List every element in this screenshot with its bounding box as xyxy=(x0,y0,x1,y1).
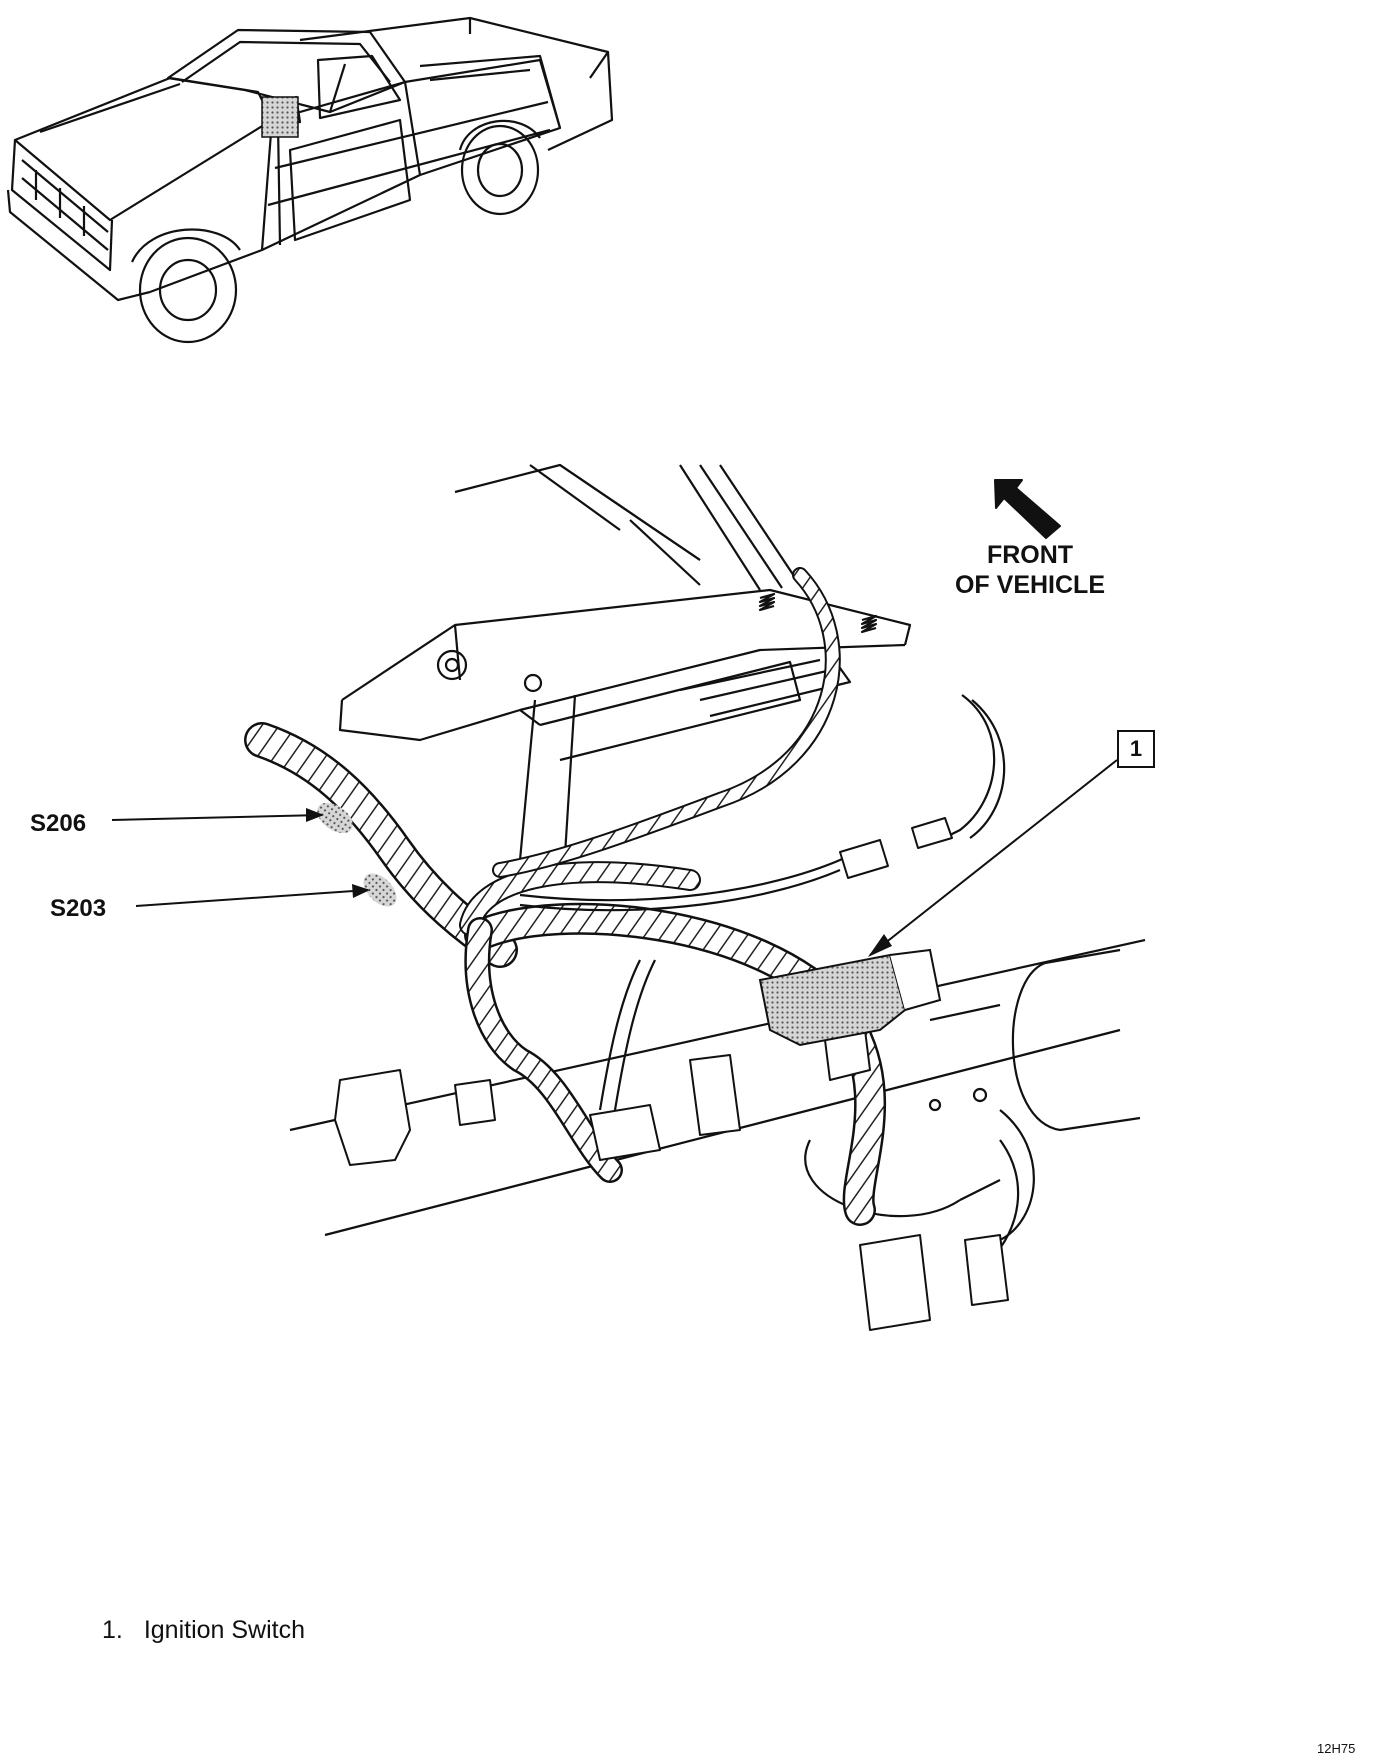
callout-1-box: 1 xyxy=(1117,730,1155,768)
splice-s206-marker xyxy=(317,802,353,834)
instrument-panel-structure xyxy=(289,463,1146,1241)
legend-item: 1. Ignition Switch xyxy=(102,1616,305,1645)
arrow-up-left-icon xyxy=(994,479,1061,539)
leader-lines xyxy=(111,759,1118,956)
figure-code: 12H75 xyxy=(1317,1741,1356,1756)
legend-text: Ignition Switch xyxy=(143,1616,306,1644)
splice-s206-label: S206 xyxy=(30,810,87,837)
vehicle-overview-illustration xyxy=(6,16,614,344)
connectors xyxy=(334,817,1009,1331)
leader-arrowhead-s206 xyxy=(306,808,324,822)
leader-arrowhead xyxy=(868,934,892,957)
legend-number: 1. xyxy=(102,1616,123,1644)
splice-s203-marker xyxy=(363,873,397,907)
highlighted-location-box xyxy=(261,96,299,138)
splice-s203-label: S203 xyxy=(50,895,107,922)
leader-arrowhead-s203 xyxy=(352,884,370,898)
